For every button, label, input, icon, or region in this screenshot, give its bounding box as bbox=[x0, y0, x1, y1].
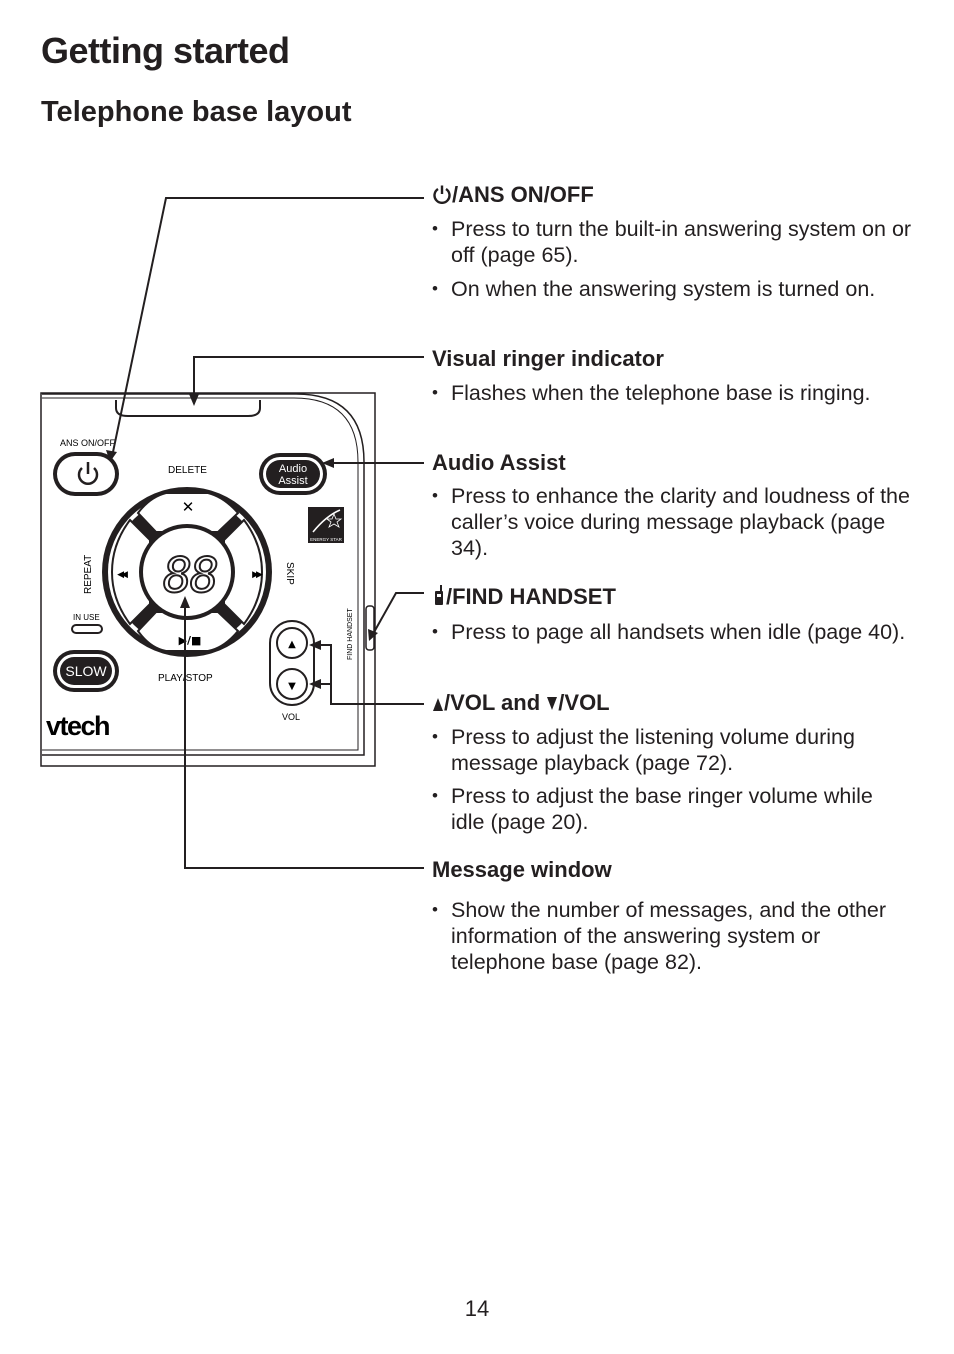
vtech-logo: vtech bbox=[46, 711, 109, 741]
power-icon bbox=[432, 184, 452, 210]
visual-ringer-title: Visual ringer indicator bbox=[432, 346, 664, 371]
find-handset-button[interactable] bbox=[365, 605, 375, 651]
vol-label: VOL bbox=[282, 712, 300, 722]
ans-on-off-title: /ANS ON/OFF bbox=[432, 182, 594, 210]
in-use-indicator bbox=[71, 624, 103, 634]
handset-icon bbox=[432, 584, 446, 612]
delete-button[interactable]: ✕ bbox=[136, 492, 240, 533]
vol-bullet-2: Press to adjust the base ringer volume w… bbox=[432, 783, 912, 835]
vol-bullet-1: Press to adjust the listening volume dur… bbox=[432, 724, 912, 776]
find-handset-title: /FIND HANDSET bbox=[432, 584, 616, 612]
audio-assist-label-line2: Assist bbox=[278, 475, 307, 487]
skip-button[interactable]: ▶▶ bbox=[223, 518, 266, 626]
triangle-up-icon bbox=[432, 692, 444, 718]
play-stop-icon: ▶/■ bbox=[179, 634, 202, 647]
device-outline bbox=[40, 392, 376, 767]
skip-label: SKIP bbox=[284, 562, 295, 585]
callout-arrowheads bbox=[106, 394, 378, 689]
audio-assist-label-line1: Audio bbox=[279, 463, 307, 475]
ans-bullet-2: On when the answering system is turned o… bbox=[432, 276, 912, 302]
rewind-icon: ◀◀ bbox=[117, 570, 128, 580]
power-icon bbox=[77, 462, 99, 485]
in-use-label: IN USE bbox=[73, 613, 100, 622]
page-number: 14 bbox=[464, 1296, 490, 1321]
audio-assist-button[interactable]: Audio Assist bbox=[259, 453, 327, 495]
audio-bullet-1: Press to enhance the clarity and loudnes… bbox=[432, 483, 912, 561]
play-stop-button[interactable]: ▶/■ bbox=[136, 611, 240, 652]
energy-star-logo: ENERGY STAR bbox=[308, 507, 344, 543]
volume-rocker[interactable]: ▲ ▼ bbox=[269, 620, 315, 706]
message-window-title: Message window bbox=[432, 857, 612, 882]
volume-title: /VOL and /VOL bbox=[432, 690, 610, 718]
repeat-label: REPEAT bbox=[83, 555, 94, 594]
repeat-button[interactable]: ◀◀ bbox=[110, 518, 151, 626]
energy-star-text: ENERGY STAR bbox=[310, 537, 343, 542]
message-count-display: 88 bbox=[163, 548, 217, 604]
page-title: Getting started bbox=[41, 30, 290, 71]
triangle-down-icon bbox=[546, 692, 558, 718]
message-window: 88 bbox=[139, 524, 235, 620]
delete-x-icon: ✕ bbox=[182, 498, 195, 516]
section-heading: Telephone base layout bbox=[41, 96, 352, 128]
audio-assist-title: Audio Assist bbox=[432, 450, 566, 475]
find-bullet-1: Press to page all handsets when idle (pa… bbox=[432, 619, 912, 645]
msg-bullet-1: Show the number of messages, and the oth… bbox=[432, 897, 912, 975]
fast-forward-icon: ▶▶ bbox=[252, 570, 263, 580]
volume-up-icon: ▲ bbox=[288, 639, 296, 650]
slow-label: SLOW bbox=[65, 663, 107, 679]
ans-bullet-1: Press to turn the built-in answering sys… bbox=[432, 216, 912, 268]
slow-button[interactable]: SLOW bbox=[53, 650, 119, 692]
ans-on-off-label: ANS ON/OFF bbox=[60, 438, 116, 448]
volume-down-icon: ▼ bbox=[288, 681, 296, 692]
ans-on-off-button[interactable] bbox=[53, 452, 119, 496]
delete-label: DELETE bbox=[168, 465, 207, 476]
find-handset-label: FIND HANDSET bbox=[347, 608, 354, 660]
ringer-bullet-1: Flashes when the telephone base is ringi… bbox=[432, 380, 912, 406]
callout-lines bbox=[112, 197, 424, 869]
